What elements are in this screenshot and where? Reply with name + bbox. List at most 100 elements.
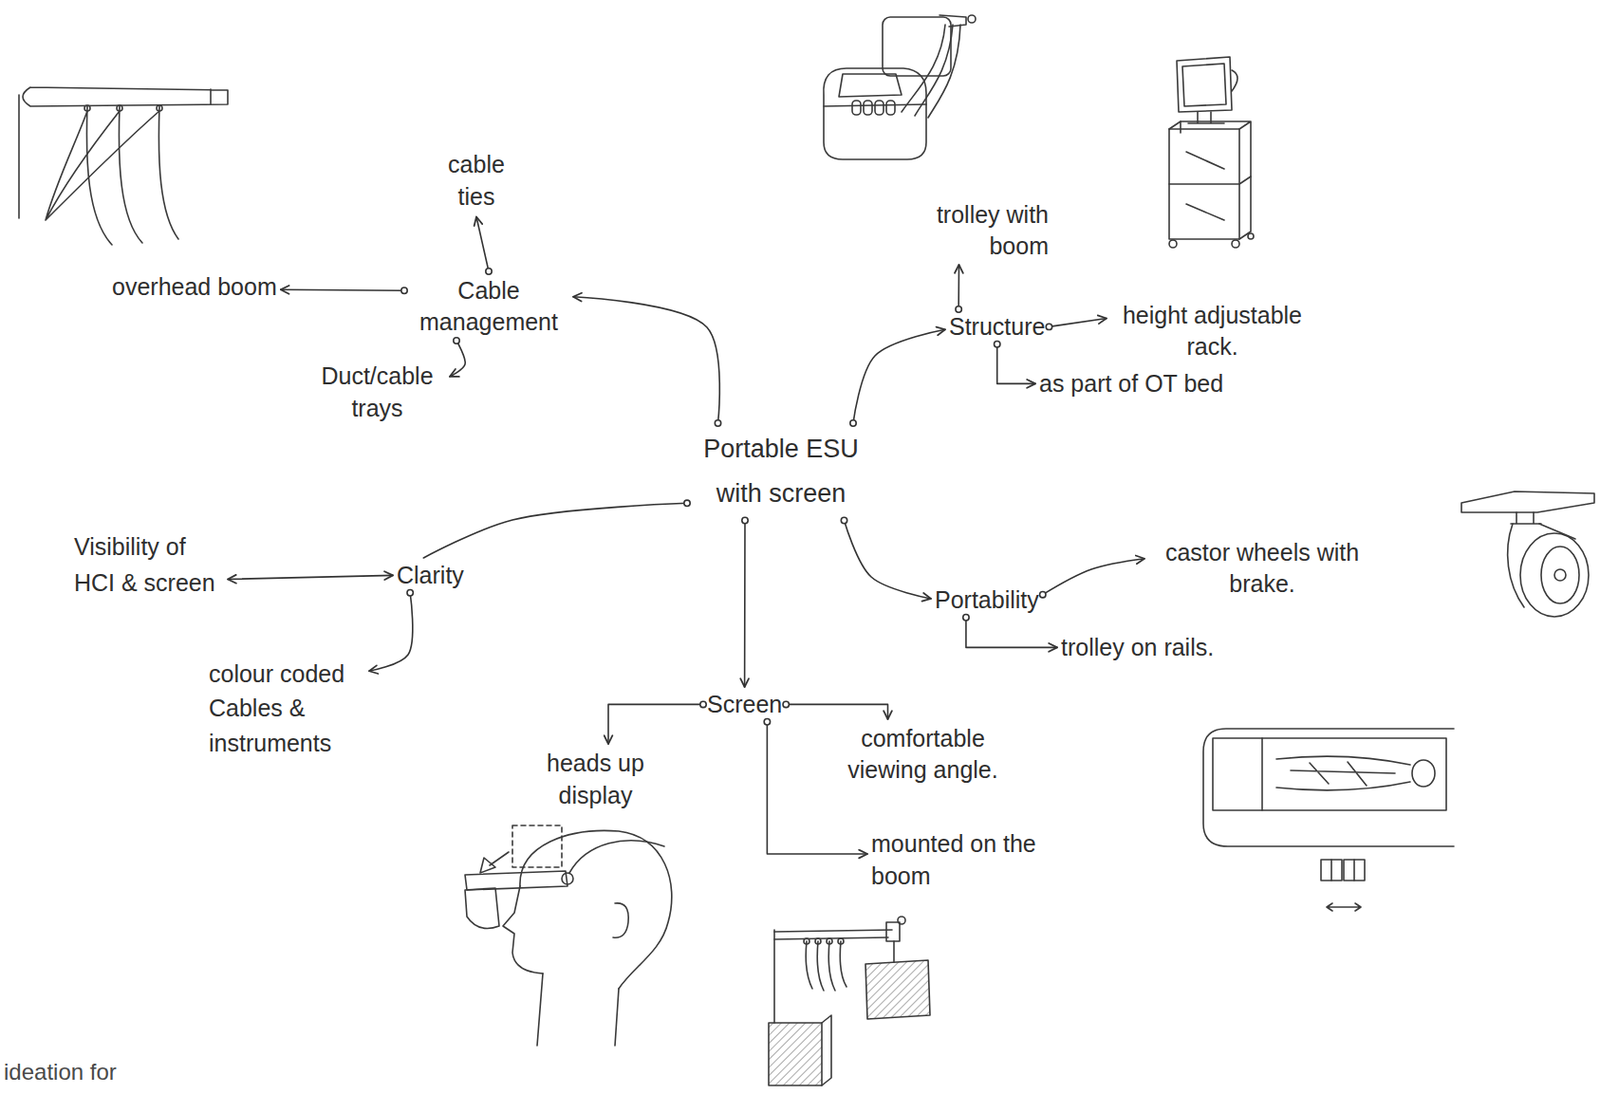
heads-up-display-sketch: [512, 825, 562, 868]
connector-dot: [453, 337, 460, 344]
ot-bed-rails-sketch: [1261, 738, 1264, 811]
idea-node: trolley with boom: [906, 199, 1049, 261]
node-text: height adjustable rack.: [1110, 299, 1315, 362]
node-text: cable ties: [438, 148, 515, 214]
node-text: Duct/cable trays: [308, 360, 447, 426]
ot-bed-rails-sketch: [1326, 903, 1361, 912]
idea-node: Duct/cable trays: [308, 360, 447, 426]
rack-monitor-sketch: [1169, 176, 1251, 185]
castor-wheel-sketch: [1554, 569, 1566, 581]
connector-arrow: [957, 264, 960, 310]
trolley-boom-sketch: [863, 100, 873, 115]
sheet-note: ideation for: [3, 1059, 117, 1086]
trolley-boom-sketch: [838, 74, 902, 97]
castor-wheel-sketch: [1520, 533, 1589, 617]
connector-arrow: [369, 593, 413, 671]
node-text: mounted on the boom: [871, 828, 1066, 894]
boom-screen-sketch: [897, 916, 906, 925]
heads-up-display-sketch: [561, 873, 574, 885]
ot-bed-rails-sketch: [1412, 760, 1435, 787]
boom-screen-sketch: [768, 1023, 822, 1086]
connector-dot: [963, 614, 969, 621]
idea-node: Portability: [934, 586, 1040, 614]
node-text: Clarity: [396, 561, 465, 590]
castor-wheel-sketch: [1510, 512, 1542, 524]
castor-wheel-sketch: [1461, 491, 1595, 617]
idea-node: mounted on the boom: [871, 828, 1066, 894]
heads-up-display-sketch: [465, 888, 500, 929]
connector-arrow: [1048, 318, 1107, 328]
connector-dot: [1040, 591, 1046, 597]
node-text: Structure: [948, 313, 1045, 341]
overhead-boom-sketch: [18, 94, 20, 219]
trolley-boom-sketch: [886, 100, 895, 115]
castor-wheel-sketch: [1541, 546, 1580, 604]
connector-arrow: [280, 289, 405, 291]
heads-up-display-sketch: [613, 903, 629, 938]
rack-monitor-sketch: [1182, 63, 1227, 107]
boom-screen-sketch: [805, 941, 847, 991]
node-text: Screen: [706, 690, 782, 719]
trolley-boom-sketch: [874, 100, 884, 115]
trolley-boom-sketch: [852, 100, 861, 115]
idea-node: Structure: [948, 313, 1045, 341]
idea-node: colour coded Cables & instruments: [208, 656, 366, 761]
ot-bed-rails-sketch: [1212, 738, 1447, 811]
node-text: as part of OT bed: [1039, 370, 1224, 398]
connector-arrow: [853, 329, 946, 424]
boom-screen-sketch: [886, 922, 900, 942]
idea-node: as part of OT bed: [1039, 370, 1224, 398]
connector-dot: [1045, 323, 1052, 330]
node-text: comfortable viewing angle.: [835, 723, 1011, 785]
rack-monitor-sketch: [1247, 233, 1254, 240]
boom-screen-sketch: [837, 938, 844, 945]
idea-node: comfortable viewing angle.: [835, 723, 1011, 785]
connector-dot: [994, 341, 1001, 348]
connector-arrow: [997, 344, 1036, 385]
connector-dot: [742, 517, 748, 523]
connector-arrow: [966, 617, 1058, 649]
node-text: Cable management: [408, 275, 570, 337]
ot-bed-rails-sketch: [1203, 728, 1454, 847]
connector-arrow: [1042, 558, 1145, 596]
ot-bed-rails-sketch: [1276, 756, 1411, 791]
overhead-boom-sketch: [45, 111, 160, 221]
rack-monitor-sketch: [1231, 70, 1238, 92]
idea-node: overhead boom: [111, 273, 278, 301]
heads-up-display-sketch: [465, 871, 568, 891]
boom-screen-sketch: [815, 938, 821, 945]
rack-monitor-sketch: [1169, 121, 1251, 240]
connector-arrow: [766, 722, 868, 855]
connector-arrow: [423, 502, 688, 559]
idea-node: Clarity: [396, 561, 465, 590]
ot-bed-rails-sketch: [1203, 728, 1454, 912]
connector-dot: [955, 306, 962, 313]
boom-screen-sketch: [821, 1015, 832, 1086]
idea-node: height adjustable rack.: [1110, 299, 1315, 362]
trolley-boom-sketch: [901, 24, 961, 118]
connector-dot: [700, 701, 707, 707]
connector-dot: [401, 287, 408, 294]
overhead-boom-sketch: [116, 105, 123, 112]
connector-dot: [763, 719, 770, 726]
castor-wheel-sketch: [1461, 491, 1595, 513]
rack-monitor-sketch: [1176, 56, 1232, 112]
boom-screen-sketch: [893, 941, 895, 963]
node-text: colour coded Cables & instruments: [208, 656, 366, 761]
boom-screen-sketch: [768, 916, 931, 1086]
idea-node: heads up display: [531, 747, 660, 813]
heads-up-display-sketch: [465, 825, 672, 1046]
idea-node: Screen: [706, 690, 782, 719]
connector-arrow: [844, 520, 932, 599]
overhead-boom-sketch: [86, 106, 179, 245]
boom-screen-sketch: [803, 938, 810, 945]
idea-node: cable ties: [438, 148, 515, 214]
trolley-boom-sketch: [823, 68, 927, 160]
connector-arrow: [573, 297, 720, 424]
heads-up-display-sketch: [502, 886, 543, 974]
central-topic: Portable ESU with screen: [690, 427, 872, 518]
